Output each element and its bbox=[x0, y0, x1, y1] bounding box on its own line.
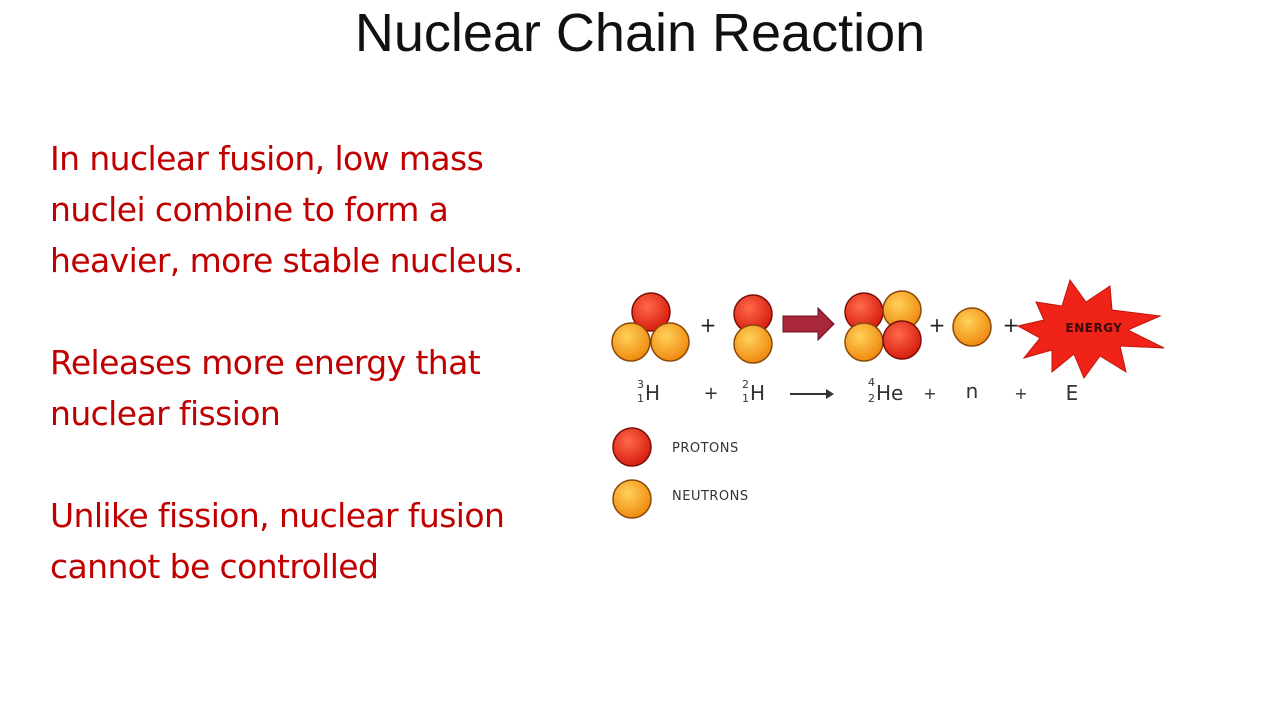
deuterium-symbol: H bbox=[750, 381, 765, 405]
helium-nucleus bbox=[844, 290, 922, 362]
free-neutron-particle bbox=[952, 307, 992, 347]
reaction-arrow-icon bbox=[782, 306, 835, 342]
energy-label: ENERGY bbox=[1066, 321, 1123, 335]
neutron-particle bbox=[650, 322, 690, 362]
plus-sign: + bbox=[923, 384, 936, 403]
text-line: nuclear fission bbox=[50, 394, 281, 433]
text-line: In nuclear fusion, low mass bbox=[50, 139, 484, 178]
paragraph-energy-release: Releases more energy that nuclear fissio… bbox=[50, 337, 590, 439]
text-line: nuclei combine to form a bbox=[50, 190, 449, 229]
tritium-atomic-number: 1 bbox=[637, 392, 644, 405]
text-line: heavier, more stable nucleus. bbox=[50, 241, 523, 280]
deuterium-atomic-number: 1 bbox=[742, 392, 749, 405]
tritium-symbol: H bbox=[645, 381, 660, 405]
text-body: In nuclear fusion, low mass nuclei combi… bbox=[50, 133, 590, 643]
deuterium-nucleus bbox=[733, 294, 773, 364]
helium-mass-number: 4 bbox=[868, 376, 875, 389]
legend: PROTONS NEUTRONS bbox=[612, 427, 749, 519]
neutron-particle bbox=[844, 322, 884, 362]
tritium-nucleus bbox=[611, 292, 690, 362]
plus-sign: + bbox=[929, 313, 946, 337]
paragraph-control: Unlike fission, nuclear fusion cannot be… bbox=[50, 490, 590, 592]
slide-title: Nuclear Chain Reaction bbox=[354, 3, 926, 63]
neutron-particle bbox=[611, 322, 651, 362]
deuterium-mass-number: 2 bbox=[742, 378, 749, 391]
tritium-mass-number: 3 bbox=[637, 378, 644, 391]
legend-neutrons-label: NEUTRONS bbox=[672, 489, 749, 504]
helium-atomic-number: 2 bbox=[868, 392, 875, 405]
legend-proton-swatch bbox=[612, 427, 652, 467]
text-line: Releases more energy that bbox=[50, 343, 481, 382]
fusion-diagram-svg: + + + ENER bbox=[611, 278, 1165, 519]
paragraph-fusion-definition: In nuclear fusion, low mass nuclei combi… bbox=[50, 133, 590, 286]
neutron-particle bbox=[733, 324, 773, 364]
proton-particle bbox=[882, 320, 922, 360]
text-line: cannot be controlled bbox=[50, 547, 379, 586]
energy-burst-icon: ENERGY bbox=[1016, 278, 1165, 380]
equation-arrow-icon bbox=[790, 389, 834, 399]
fusion-equation: 3 1 H + 2 1 H 4 2 He + n + E bbox=[637, 376, 1078, 405]
helium-symbol: He bbox=[876, 381, 903, 405]
fusion-diagram: + + + ENER bbox=[600, 272, 1180, 532]
text-line: Unlike fission, nuclear fusion bbox=[50, 496, 505, 535]
neutron-symbol: n bbox=[966, 379, 979, 403]
energy-symbol: E bbox=[1066, 381, 1079, 405]
plus-sign: + bbox=[700, 313, 717, 337]
legend-protons-label: PROTONS bbox=[672, 441, 739, 456]
plus-sign: + bbox=[1014, 384, 1027, 403]
proton-particle bbox=[631, 292, 671, 332]
plus-sign: + bbox=[703, 383, 718, 404]
plus-sign: + bbox=[1003, 313, 1020, 337]
legend-neutron-swatch bbox=[612, 479, 652, 519]
